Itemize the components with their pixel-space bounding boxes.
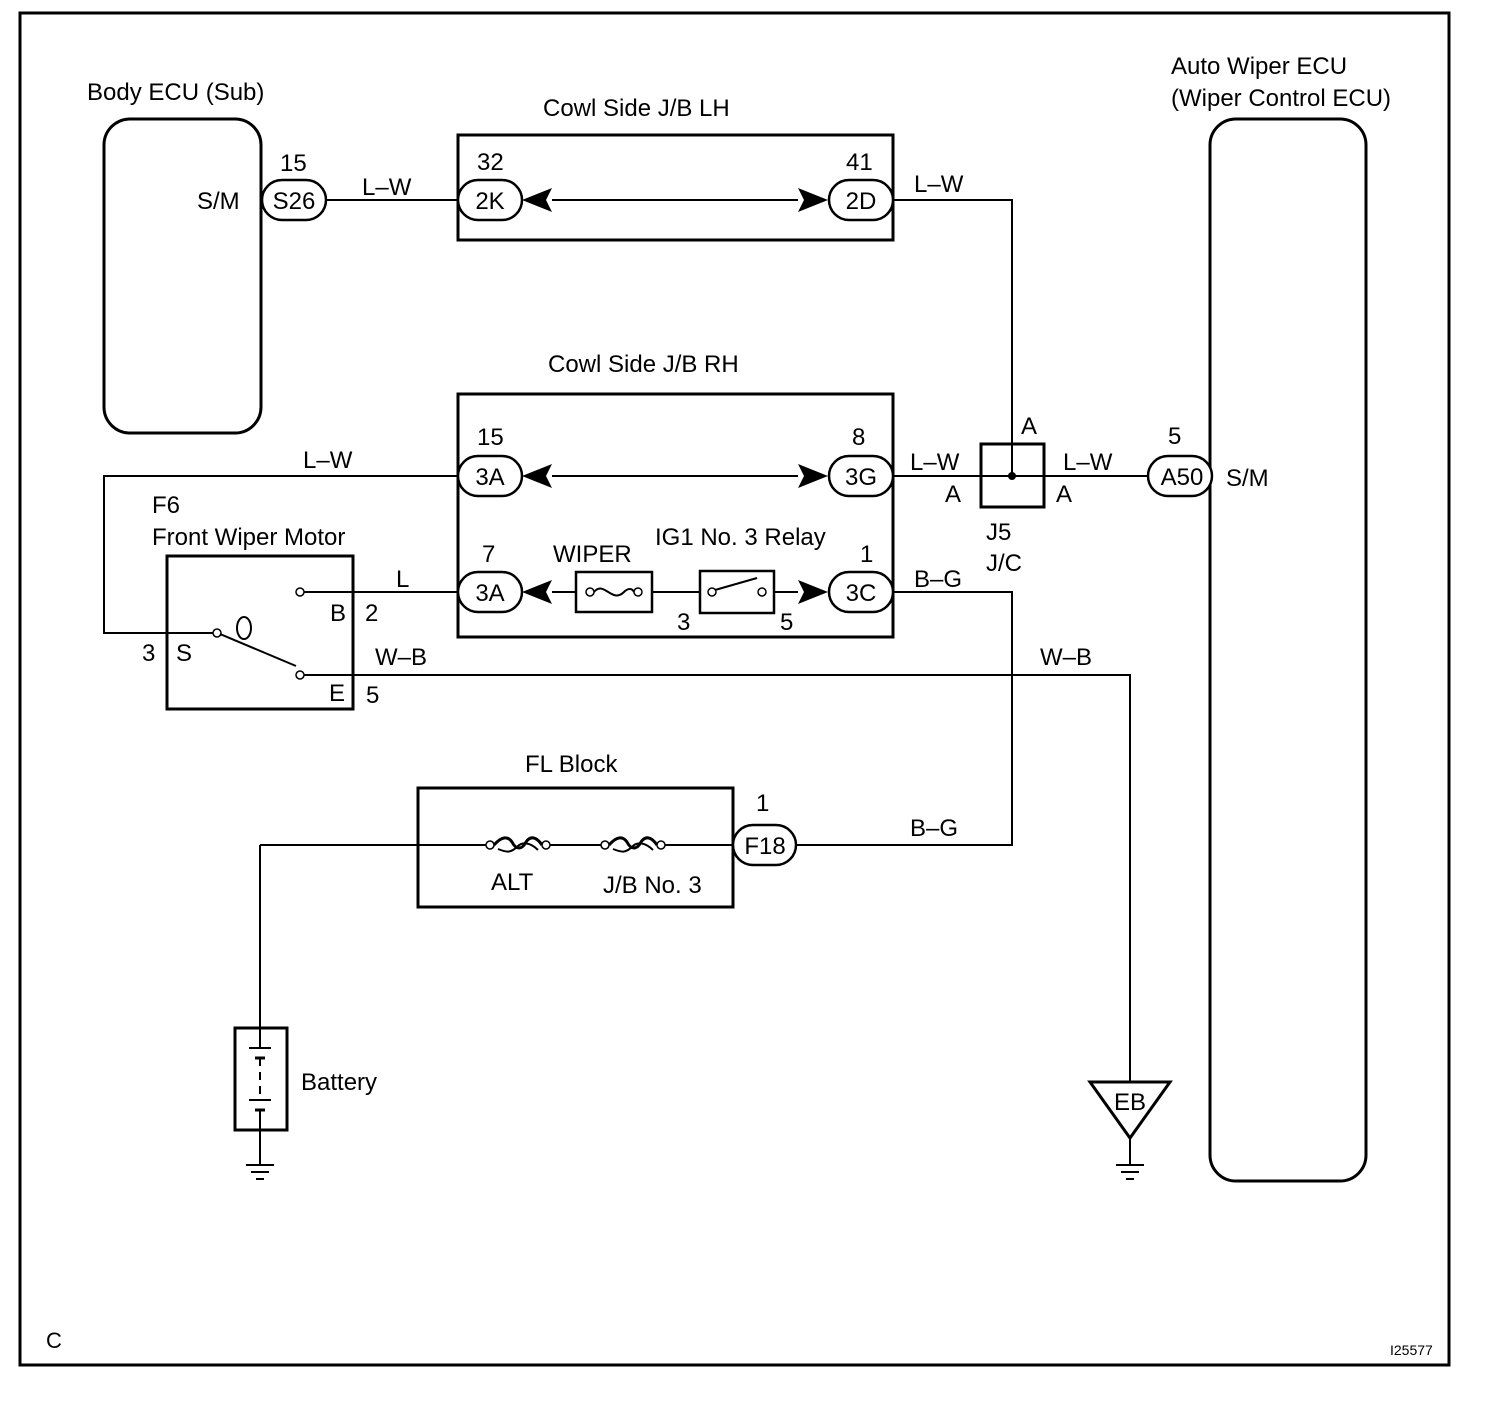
auto-wiper-ecu: Auto Wiper ECU (Wiper Control ECU) S/M 5… bbox=[1146, 53, 1391, 1183]
jc-type: J/C bbox=[986, 550, 1022, 577]
relay-pin-in: 3 bbox=[677, 609, 690, 636]
connector-s26 bbox=[260, 178, 328, 222]
wire-label-motor-rh: L–W bbox=[303, 447, 353, 474]
fl-block-title: FL Block bbox=[525, 751, 618, 778]
fl-block-pin: 1 bbox=[756, 790, 769, 817]
wire-label-motor-b: L bbox=[396, 566, 409, 593]
connector-2d bbox=[827, 178, 895, 222]
wiper-motor-id: F6 bbox=[152, 492, 180, 519]
ground-icon bbox=[1116, 1164, 1144, 1180]
fusible-link-icon bbox=[600, 836, 666, 853]
wire-label-body-lh: L–W bbox=[362, 174, 412, 201]
connector-chevron bbox=[798, 188, 828, 212]
wiper-fuse-label: WIPER bbox=[553, 541, 632, 568]
wiper-motor-term-s: S bbox=[176, 640, 192, 667]
jc-label-top: A bbox=[1021, 413, 1037, 440]
diagram-frame bbox=[18, 11, 1451, 1367]
cowl-rh-bottom-left-pin: 7 bbox=[482, 541, 495, 568]
relay-switch-icon bbox=[698, 569, 776, 615]
connector-2k-label: 2K bbox=[475, 188, 504, 215]
cowl-side-jb-rh: Cowl Side J/B RH 15 8 3A 3G 7 1 3A 3C WI… bbox=[456, 351, 895, 639]
cowl-rh-title: Cowl Side J/B RH bbox=[548, 351, 739, 378]
wiper-motor-term-b: B bbox=[330, 600, 346, 627]
ground-point-label: EB bbox=[1114, 1089, 1146, 1116]
wire-label-lh-jc: L–W bbox=[914, 171, 964, 198]
body-ecu-terminal: S/M bbox=[197, 188, 240, 215]
wiper-motor-term-e: E bbox=[329, 680, 345, 707]
jc-id: J5 bbox=[986, 519, 1011, 546]
wiper-motor-pin-b: 2 bbox=[365, 600, 378, 627]
auto-wiper-ecu-title-2: (Wiper Control ECU) bbox=[1171, 85, 1391, 112]
auto-wiper-ecu-title-1: Auto Wiper ECU bbox=[1171, 53, 1347, 80]
body-ecu: Body ECU (Sub) S/M 15 S26 bbox=[87, 79, 328, 435]
connector-3c-label: 3C bbox=[846, 580, 877, 607]
cowl-rh-top-left-pin: 15 bbox=[477, 424, 504, 451]
wire-label-rh-jc: L–W bbox=[910, 449, 960, 476]
wiper-fuse-icon bbox=[574, 570, 654, 614]
junction-connector-j5: A A A J5 J/C bbox=[945, 413, 1072, 577]
connector-3g bbox=[827, 454, 895, 498]
connector-chevron bbox=[798, 464, 828, 488]
wire-label-jc-ecu: L–W bbox=[1063, 449, 1113, 476]
cowl-lh-title: Cowl Side J/B LH bbox=[543, 95, 730, 122]
ground-icon bbox=[246, 1164, 274, 1180]
relay-label: IG1 No. 3 Relay bbox=[655, 524, 826, 551]
connector-3a-bottom-label: 3A bbox=[475, 580, 504, 607]
ground-point-eb: EB bbox=[1087, 1080, 1173, 1141]
battery-label: Battery bbox=[301, 1069, 377, 1096]
body-ecu-title: Body ECU (Sub) bbox=[87, 79, 264, 106]
figure-id: I25577 bbox=[1390, 1342, 1433, 1358]
cowl-rh-top-right-pin: 8 bbox=[852, 424, 865, 451]
auto-wiper-ecu-terminal: S/M bbox=[1226, 465, 1269, 492]
cowl-lh-right-pin: 41 bbox=[846, 149, 873, 176]
fl-fuse-jb3: J/B No. 3 bbox=[603, 872, 702, 899]
connector-a50 bbox=[1146, 454, 1214, 498]
connector-chevron bbox=[522, 464, 552, 488]
fl-block: FL Block ALT J/B No. 3 1 F18 bbox=[416, 751, 798, 909]
connector-chevron bbox=[798, 580, 828, 604]
cowl-rh-bottom-right-pin: 1 bbox=[860, 541, 873, 568]
connector-3a-top-label: 3A bbox=[475, 464, 504, 491]
wire-label-relay-out: B–G bbox=[914, 566, 962, 593]
connector-f18-label: F18 bbox=[744, 833, 785, 860]
auto-wiper-ecu-pin: 5 bbox=[1168, 423, 1181, 450]
jc-label-left: A bbox=[945, 481, 961, 508]
wiper-motor-pin-e: 5 bbox=[366, 682, 379, 709]
wiper-motor-pin-s: 3 bbox=[142, 640, 155, 667]
wire-label-motor-e-right: W–B bbox=[1040, 644, 1092, 671]
frame-letter: C bbox=[46, 1328, 62, 1353]
connector-f18 bbox=[731, 823, 798, 867]
connector-chevron bbox=[522, 188, 552, 212]
cowl-side-jb-lh: Cowl Side J/B LH 32 41 2K 2D bbox=[456, 95, 895, 242]
front-wiper-motor: F6 Front Wiper Motor B S E 2 3 5 bbox=[142, 492, 379, 711]
battery-icon bbox=[233, 1026, 289, 1132]
cowl-lh-left-pin: 32 bbox=[477, 149, 504, 176]
wiper-motor-title: Front Wiper Motor bbox=[152, 524, 345, 551]
connector-2d-label: 2D bbox=[846, 188, 877, 215]
connector-chevron bbox=[522, 580, 552, 604]
cam-icon bbox=[236, 616, 252, 640]
wire-label-motor-e-left: W–B bbox=[375, 644, 427, 671]
connector-a50-label: A50 bbox=[1161, 464, 1204, 491]
connector-s26-label: S26 bbox=[273, 188, 316, 215]
fusible-link-icon bbox=[485, 836, 551, 853]
connector-3c bbox=[827, 570, 895, 614]
jc-label-right: A bbox=[1056, 481, 1072, 508]
relay-pin-out: 5 bbox=[780, 609, 793, 636]
body-ecu-pin: 15 bbox=[280, 150, 307, 177]
wire-label-fl-out: B–G bbox=[910, 815, 958, 842]
connector-3g-label: 3G bbox=[845, 464, 877, 491]
fl-fuse-alt: ALT bbox=[491, 869, 534, 896]
